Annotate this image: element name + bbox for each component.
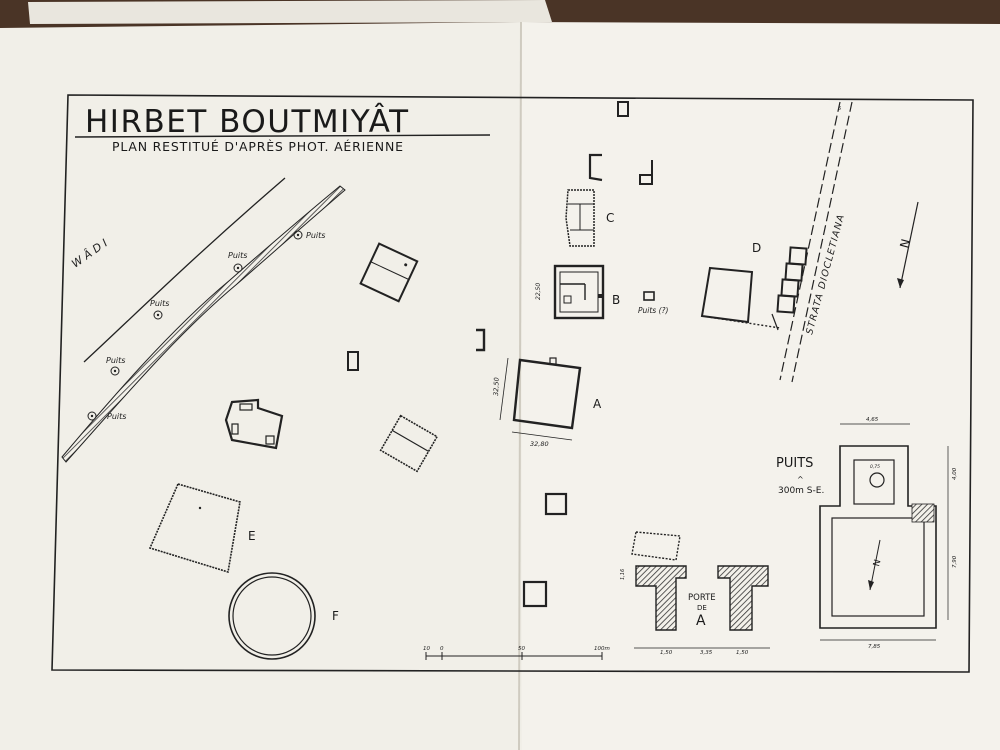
- gate-dim: 1,50: [736, 650, 749, 656]
- well-label: Puits: [150, 299, 169, 308]
- well-plan: [819, 423, 949, 641]
- ruin-small: [522, 580, 548, 608]
- well-label: Puits: [306, 231, 325, 240]
- well-marker: Puits: [293, 230, 325, 240]
- puits-dim: 7,90: [952, 555, 958, 568]
- puits-title: PUITS: [776, 456, 813, 471]
- ruin-building: [379, 414, 439, 473]
- ruin-small: [347, 351, 359, 371]
- puits-dim: 4,00: [952, 467, 958, 480]
- building-c: [565, 189, 595, 247]
- paper-right: [522, 22, 1000, 750]
- gate-title-big: A: [696, 613, 706, 629]
- well-inset-north: N: [872, 559, 883, 568]
- ruin-small: [617, 101, 629, 117]
- road-width-label: 5: [838, 106, 841, 112]
- ruin-small: [639, 160, 653, 185]
- enclosure-e: [148, 483, 241, 574]
- scale-tick: 0: [440, 646, 444, 652]
- puits-dim: 4,65: [866, 417, 879, 423]
- map-title: HIRBET BOUTMIYÂT: [85, 104, 410, 140]
- site-label-e: E: [248, 529, 256, 543]
- ruin-building: [224, 398, 284, 450]
- gate-dim: 3,35: [700, 650, 713, 656]
- road-edge: [779, 101, 841, 381]
- road-edge: [791, 101, 853, 383]
- north-arrow: N: [897, 201, 919, 289]
- paper-left: [0, 22, 522, 750]
- dim-a-side: 32,50: [492, 377, 501, 396]
- dim-a-bottom: 32,80: [530, 440, 549, 448]
- gate-title: PORTE: [688, 593, 716, 603]
- site-label-c: C: [606, 211, 614, 225]
- building-b: [553, 264, 605, 320]
- puits-dim: 0,75: [870, 464, 880, 470]
- gate-dim: 1,16: [620, 569, 626, 580]
- ruin-small: [544, 492, 568, 516]
- well-marker: Puits: [150, 299, 169, 320]
- well-marker: Puits: [87, 411, 126, 421]
- site-label-d: D: [752, 241, 761, 255]
- gate-title-mid: DE: [697, 604, 707, 612]
- title-underline: [74, 134, 491, 138]
- north-label: N: [897, 237, 913, 249]
- site-label-b: B: [612, 293, 620, 307]
- ruin-small: [476, 328, 486, 352]
- well-label: Puits: [228, 251, 247, 260]
- site-label-a: A: [593, 397, 602, 411]
- map-subtitle: PLAN RESTITUÉ D'APRÈS PHOT. AÉRIENNE: [112, 139, 404, 154]
- puits-dim: 7,85: [868, 644, 881, 650]
- ruin-building: [359, 242, 419, 303]
- well-label: Puits: [107, 412, 126, 421]
- well-marker: Puits: [106, 356, 125, 376]
- ruin-small: [588, 153, 603, 182]
- ruin-dashed: [631, 531, 681, 561]
- scale-bar: 10 0 50 100m: [423, 646, 610, 660]
- dim-b-side: 22,50: [535, 283, 542, 300]
- well-marker: Puits: [228, 251, 247, 273]
- building-a: [499, 357, 582, 441]
- page-fold: [518, 21, 522, 750]
- wadi-channel: [61, 185, 346, 463]
- gate-dim: 1,50: [660, 650, 673, 656]
- puits-subtitle: 300m S-E.: [778, 486, 824, 496]
- scale-tick: 50: [518, 646, 525, 652]
- scale-tick: 10: [423, 646, 430, 652]
- well-marker-b: Puits (?): [638, 291, 668, 315]
- site-label-f: F: [332, 609, 339, 623]
- well-label: Puits: [106, 356, 125, 365]
- puits-caret: ^: [797, 475, 804, 484]
- scale-tick: 100m: [594, 646, 610, 652]
- back-page: [28, 0, 552, 24]
- wadi-bank: [83, 177, 286, 363]
- enclosure-d: [700, 246, 808, 331]
- well-label: Puits (?): [638, 306, 668, 315]
- circle-f: [228, 572, 316, 660]
- map-frame: [51, 94, 974, 673]
- gate-plan: 1,16 1,50 3,35 1,50: [620, 565, 770, 656]
